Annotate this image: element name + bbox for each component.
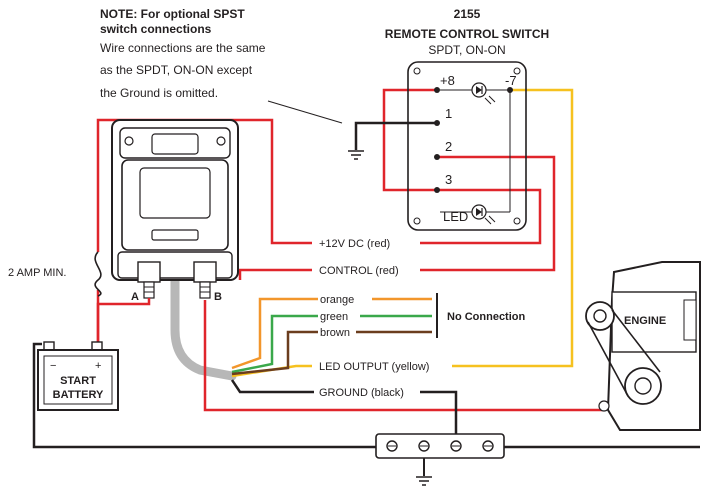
note-body-line2: as the SPDT, ON-ON except bbox=[100, 63, 253, 77]
label-orange: orange bbox=[320, 294, 354, 306]
label-brown: brown bbox=[320, 327, 350, 339]
fuse-label: 2 AMP MIN. bbox=[8, 267, 66, 279]
cable-sheath bbox=[170, 275, 237, 381]
note-body-line1: Wire connections are the same bbox=[100, 41, 266, 55]
switch-terminal-plus8: +8 bbox=[440, 73, 455, 88]
terminal-b-label: B bbox=[214, 291, 222, 303]
green-wire-left bbox=[231, 314, 318, 374]
switch-type: SPDT, ON-ON bbox=[428, 43, 505, 57]
wire-labels: +12V DC (red) CONTROL (red) orange green… bbox=[314, 235, 525, 399]
relay-unit: A B bbox=[111, 119, 239, 303]
note-body-line3: the Ground is omitted. bbox=[100, 86, 218, 100]
inline-fuse: 2 AMP MIN. bbox=[8, 251, 104, 297]
battery-line2: BATTERY bbox=[53, 389, 104, 401]
label-no-connection: No Connection bbox=[447, 311, 525, 323]
black-wire-switch-ground bbox=[354, 121, 436, 150]
switch-name: REMOTE CONTROL SWITCH bbox=[385, 27, 549, 41]
red-wire-control-left bbox=[238, 268, 312, 280]
battery-minus: − bbox=[50, 360, 56, 372]
yellow-wire-right bbox=[452, 88, 574, 368]
spst-note: NOTE: For optional SPST switch connectio… bbox=[100, 7, 343, 124]
red-wire-power-switch bbox=[420, 188, 542, 245]
engine: ENGINE bbox=[585, 261, 701, 431]
ground-bus-bar bbox=[375, 433, 505, 476]
red-wire-plus8-loop bbox=[382, 88, 436, 192]
red-wire-power bbox=[96, 118, 312, 344]
switch-led-label: LED bbox=[443, 209, 468, 224]
note-title-line2: switch connections bbox=[100, 22, 212, 36]
battery-plus: + bbox=[95, 360, 101, 372]
remote-switch-body: +8 -7 1 2 3 LED bbox=[407, 61, 527, 231]
brown-wire-left bbox=[231, 330, 318, 376]
battery-line1: START bbox=[60, 375, 96, 387]
label-led-output: LED OUTPUT (yellow) bbox=[319, 361, 429, 373]
label-ground: GROUND (black) bbox=[319, 387, 404, 399]
start-battery: − + START BATTERY bbox=[37, 341, 119, 411]
note-leader-line bbox=[267, 100, 343, 124]
switch-model: 2155 bbox=[454, 7, 481, 21]
black-wire-battery-neg bbox=[32, 342, 378, 449]
ground-symbol-switch bbox=[348, 150, 364, 160]
switch-header: 2155 REMOTE CONTROL SWITCH SPDT, ON-ON bbox=[385, 7, 549, 57]
red-wire-control-right bbox=[420, 155, 556, 272]
label-green: green bbox=[320, 311, 348, 323]
switch-terminal-3: 3 bbox=[445, 172, 452, 187]
switch-terminal-1: 1 bbox=[445, 106, 452, 121]
terminal-a-label: A bbox=[131, 291, 139, 303]
red-wire-a-battery bbox=[96, 298, 151, 344]
black-wire-ground-left bbox=[230, 379, 318, 394]
red-wire-b-engine bbox=[203, 300, 604, 412]
switch-terminal-minus7: -7 bbox=[505, 73, 517, 88]
ground-symbol-bus bbox=[416, 476, 432, 486]
engine-label: ENGINE bbox=[624, 315, 666, 327]
label-power: +12V DC (red) bbox=[319, 238, 390, 250]
switch-terminal-2: 2 bbox=[445, 139, 452, 154]
label-control: CONTROL (red) bbox=[319, 265, 399, 277]
black-wire-ground-right bbox=[420, 390, 458, 447]
yellow-wire-left bbox=[231, 364, 312, 378]
orange-wire-left bbox=[231, 297, 318, 370]
note-title-line1: NOTE: For optional SPST bbox=[100, 7, 245, 21]
